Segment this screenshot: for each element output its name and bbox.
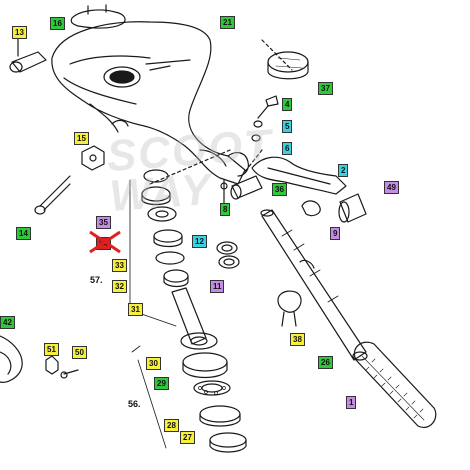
callout-6[interactable]: 6 (282, 142, 293, 155)
callout-57-text: 57. (90, 275, 103, 285)
callout-38[interactable]: 38 (290, 333, 305, 346)
handlebar-casting (51, 21, 249, 185)
callout-42[interactable]: 42 (0, 316, 15, 329)
callout-12[interactable]: 12 (192, 235, 207, 248)
callout-30-text: 30 (149, 359, 158, 368)
callout-49[interactable]: 49 (384, 181, 399, 194)
callout-29-text: 29 (157, 379, 166, 388)
part-1-grip (353, 341, 437, 428)
callout-35-text: 35 (99, 218, 108, 227)
callout-38-text: 38 (293, 335, 302, 344)
callout-14[interactable]: 14 (16, 227, 31, 240)
callout-6-text: 6 (285, 144, 290, 153)
callout-9-text: 9 (333, 229, 338, 238)
callout-21-text: 21 (223, 18, 232, 27)
part-36-bushing (220, 175, 263, 205)
callout-30[interactable]: 30 (146, 357, 161, 370)
callout-4[interactable]: 4 (282, 98, 293, 111)
callout-8[interactable]: 8 (220, 203, 231, 216)
callout-28[interactable]: 28 (164, 419, 179, 432)
callout-27[interactable]: 27 (180, 431, 195, 444)
steering-stack-lower (131, 345, 247, 453)
callout-13-text: 13 (15, 28, 24, 37)
part-37-cap (261, 39, 309, 80)
callout-26-text: 26 (321, 358, 330, 367)
part-14-bolt (34, 175, 71, 215)
part-49-sleeve (338, 193, 367, 223)
callout-4-text: 4 (285, 100, 290, 109)
callout-15[interactable]: 15 (74, 132, 89, 145)
callout-36-text: 36 (275, 185, 284, 194)
cross-marker-icon (89, 230, 121, 254)
callout-36[interactable]: 36 (272, 183, 287, 196)
part-2-lever (251, 156, 347, 195)
callout-15-text: 15 (77, 134, 86, 143)
callout-16-text: 16 (53, 19, 62, 28)
part-15-nut (81, 145, 105, 171)
callout-56-text: 56. (128, 399, 141, 409)
callout-33[interactable]: 33 (112, 259, 127, 272)
callout-13[interactable]: 13 (12, 26, 27, 39)
callout-2[interactable]: 2 (338, 164, 349, 177)
callout-50-text: 50 (75, 348, 84, 357)
callout-29[interactable]: 29 (154, 377, 169, 390)
callout-33-text: 33 (115, 261, 124, 270)
callout-5-text: 5 (285, 122, 290, 131)
callout-49-text: 49 (387, 183, 396, 192)
part-26-tube (260, 209, 368, 361)
callout-1-text: 1 (349, 398, 354, 407)
callout-11[interactable]: 11 (210, 280, 225, 293)
callout-27-text: 27 (183, 433, 192, 442)
part-13-pivot (9, 37, 47, 73)
part-38-clip (277, 290, 302, 327)
part-16-clamp (70, 4, 126, 29)
callout-56[interactable]: 56. (128, 400, 141, 409)
callout-11-text: 11 (213, 282, 222, 291)
steering-stack-upper (129, 149, 231, 327)
callout-31-text: 31 (131, 305, 140, 314)
part-11-12-washers (216, 241, 240, 269)
callout-37[interactable]: 37 (318, 82, 333, 95)
steering-column-tube (171, 287, 218, 350)
callout-26[interactable]: 26 (318, 356, 333, 369)
callout-31[interactable]: 31 (128, 303, 143, 316)
part-4-5-6-screw (239, 95, 279, 179)
callout-28-text: 28 (167, 421, 176, 430)
callout-50[interactable]: 50 (72, 346, 87, 359)
callout-8-text: 8 (223, 205, 228, 214)
callout-2-text: 2 (341, 166, 346, 175)
callout-16[interactable]: 16 (50, 17, 65, 30)
part-50-51-screws (0, 335, 79, 383)
callout-51[interactable]: 51 (44, 343, 59, 356)
callout-12-text: 12 (195, 237, 204, 246)
callout-1[interactable]: 1 (346, 396, 357, 409)
callout-37-text: 37 (321, 84, 330, 93)
callout-57[interactable]: 57. (90, 276, 103, 285)
callout-14-text: 14 (19, 229, 28, 238)
callout-35[interactable]: 35 (96, 216, 111, 229)
part-9-ring (301, 200, 321, 217)
callout-9[interactable]: 9 (330, 227, 341, 240)
callout-51-text: 51 (47, 345, 56, 354)
callout-32[interactable]: 32 (112, 280, 127, 293)
callout-21[interactable]: 21 (220, 16, 235, 29)
callout-32-text: 32 (115, 282, 124, 291)
callout-5[interactable]: 5 (282, 120, 293, 133)
callout-42-text: 42 (3, 318, 12, 327)
